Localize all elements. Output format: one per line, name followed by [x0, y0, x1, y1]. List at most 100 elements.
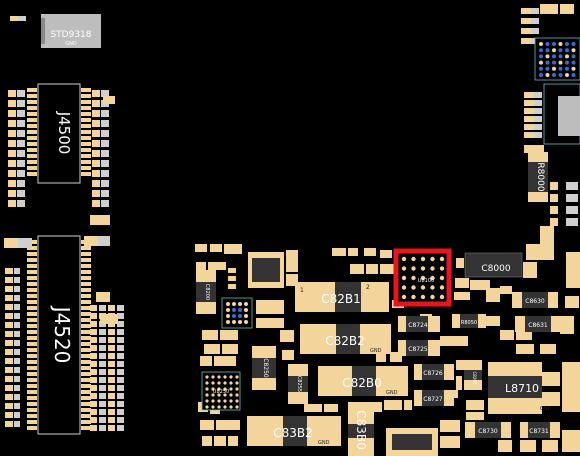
pad	[27, 354, 37, 358]
pad	[5, 385, 13, 391]
pad	[90, 409, 97, 415]
c8260-label: C8260	[472, 372, 477, 385]
component-ic-rightedge[interactable]	[543, 83, 580, 145]
pad	[5, 421, 13, 427]
pad	[81, 148, 91, 152]
component-c8730[interactable]: C8730	[465, 422, 511, 438]
component-j4520[interactable]: J4520	[37, 235, 81, 435]
component-c8725[interactable]: C8725	[398, 340, 440, 356]
pad	[466, 400, 484, 410]
pad	[81, 264, 91, 268]
pad	[27, 88, 37, 92]
pad	[108, 425, 115, 431]
u8100-label: U8100	[418, 278, 434, 284]
c82b1-pin1: 1	[300, 287, 304, 294]
pad	[92, 180, 100, 187]
component-c82b0[interactable]: C82B0 GND	[318, 366, 408, 396]
ball-pad	[565, 54, 569, 59]
pad	[81, 130, 91, 134]
pad	[108, 329, 115, 335]
pad	[27, 348, 37, 352]
component-c8726[interactable]: C8726	[414, 364, 454, 380]
pad	[117, 409, 124, 415]
component-j4500[interactable]: J4500	[37, 83, 81, 184]
ball-pad	[401, 294, 407, 300]
component-std9318[interactable]: STD9318 GND	[41, 14, 101, 48]
pad	[99, 393, 106, 399]
component-c82b1[interactable]: C82B1 2	[295, 282, 389, 312]
c82b1-pad-right	[361, 282, 389, 312]
pad	[521, 18, 531, 24]
component-c83b2[interactable]: C83B2 GND	[247, 416, 341, 446]
pad	[14, 322, 20, 328]
ball-pad	[217, 387, 221, 391]
ball-pad	[439, 285, 445, 290]
pad	[81, 402, 91, 406]
ball-pad	[229, 393, 233, 397]
ball-pad	[545, 66, 550, 71]
component-c82b2[interactable]: C82B2 GND	[300, 324, 391, 354]
pad	[117, 417, 124, 423]
ball-pad	[205, 405, 209, 409]
pad	[5, 268, 13, 274]
c8631-label: C8631	[528, 322, 548, 329]
pad	[117, 393, 124, 399]
pad	[566, 194, 578, 202]
pad	[228, 268, 236, 273]
pad	[90, 337, 97, 343]
ball-pad	[411, 266, 416, 271]
component-c8260[interactable]: C8260	[464, 360, 482, 390]
component-c8250[interactable]: C8250	[252, 346, 276, 390]
pad	[90, 377, 97, 383]
component-u8250[interactable]: U8250	[201, 371, 241, 411]
pad	[101, 190, 109, 197]
pad	[5, 322, 13, 328]
component-u8100[interactable]: U8100	[393, 248, 452, 307]
pad	[8, 100, 16, 107]
ball-pad	[229, 405, 233, 409]
pad	[27, 306, 37, 310]
pad	[17, 160, 25, 167]
component-c8255[interactable]: C8255	[288, 364, 308, 404]
component-c8630[interactable]: C8630	[512, 292, 558, 308]
component-c8731[interactable]: C8731	[520, 422, 560, 438]
component-r8000[interactable]: R8000	[528, 152, 548, 202]
pad	[27, 106, 37, 110]
pad	[27, 258, 37, 262]
c8727-label: C8727	[423, 396, 443, 403]
c83b2-gnd: GND	[318, 440, 330, 446]
c83b2-pad-right	[307, 416, 341, 446]
pad	[534, 108, 542, 114]
ball-pad	[205, 381, 209, 385]
pad	[99, 329, 106, 335]
pad	[348, 248, 358, 256]
component-c8631[interactable]: C8631	[515, 316, 561, 332]
component-r8050[interactable]: R8050	[452, 314, 486, 328]
component-c8000[interactable]: C8000	[464, 252, 523, 278]
pad	[96, 292, 110, 302]
component-bga-topright[interactable]	[534, 37, 580, 81]
ball-pad	[229, 387, 233, 391]
pad	[534, 124, 542, 130]
component-c8727[interactable]: C8727	[414, 390, 454, 406]
component-c83b0[interactable]: C83B0	[348, 402, 374, 456]
r8050-gap	[460, 314, 478, 328]
component-c8200[interactable]: C8200	[196, 270, 216, 314]
pad	[92, 130, 100, 137]
pad	[27, 112, 37, 116]
pad	[280, 330, 294, 342]
r8050-label: R8050	[461, 320, 477, 326]
pad	[27, 94, 37, 98]
pad	[27, 270, 37, 274]
r8000-label: R8000	[535, 162, 545, 191]
pad	[108, 409, 115, 415]
pad	[380, 264, 394, 274]
component-c8724[interactable]: C8724	[398, 316, 440, 332]
component-l8710[interactable]: L8710	[488, 362, 542, 414]
pad	[524, 108, 534, 114]
component-u8051[interactable]	[221, 297, 253, 329]
pad	[14, 421, 20, 427]
pad	[108, 361, 115, 367]
